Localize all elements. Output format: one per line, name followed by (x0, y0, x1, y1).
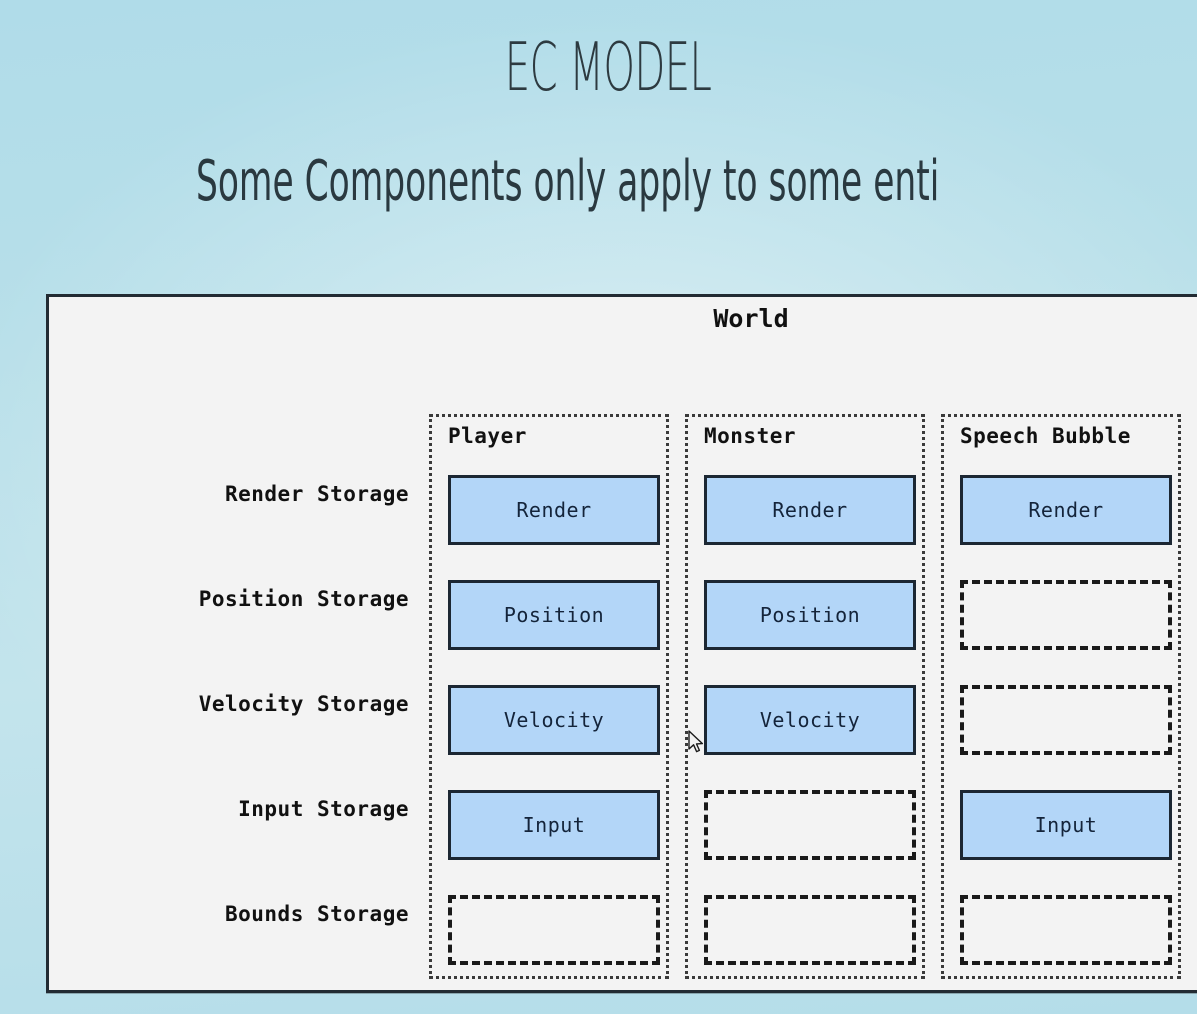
component-player-position[interactable]: Position (448, 580, 660, 650)
page-title: EC MODEL (504, 28, 712, 106)
component-player-velocity[interactable]: Velocity (448, 685, 660, 755)
component-monster-velocity[interactable]: Velocity (704, 685, 916, 755)
component-speech-bubble-render[interactable]: Render (960, 475, 1172, 545)
world-title: World (713, 304, 789, 333)
entity-title-monster: Monster (704, 424, 797, 448)
entity-column-player[interactable]: Player Render Position Velocity Input (429, 414, 669, 979)
component-speech-bubble-input[interactable]: Input (960, 790, 1172, 860)
component-player-render[interactable]: Render (448, 475, 660, 545)
entity-column-monster[interactable]: Monster Render Position Velocity (685, 414, 925, 979)
entity-title-player: Player (448, 424, 527, 448)
row-label-position-storage: Position Storage (198, 587, 409, 611)
component-monster-position[interactable]: Position (704, 580, 916, 650)
component-player-input[interactable]: Input (448, 790, 660, 860)
entity-column-speech-bubble[interactable]: Speech Bubble Render Input (941, 414, 1181, 979)
component-monster-render[interactable]: Render (704, 475, 916, 545)
component-player-bounds-empty[interactable] (448, 895, 660, 965)
component-monster-input-empty[interactable] (704, 790, 916, 860)
row-label-velocity-storage: Velocity Storage (198, 692, 409, 716)
page-subtitle: Some Components only apply to some enti (196, 149, 940, 214)
component-speech-bubble-bounds-empty[interactable] (960, 895, 1172, 965)
row-label-render-storage: Render Storage (224, 482, 409, 506)
row-label-bounds-storage: Bounds Storage (224, 902, 409, 926)
row-label-input-storage: Input Storage (238, 797, 409, 821)
component-speech-bubble-velocity-empty[interactable] (960, 685, 1172, 755)
world-panel: World Render Storage Position Storage Ve… (46, 294, 1197, 993)
entity-title-speech-bubble: Speech Bubble (960, 424, 1131, 448)
component-speech-bubble-position-empty[interactable] (960, 580, 1172, 650)
component-monster-bounds-empty[interactable] (704, 895, 916, 965)
